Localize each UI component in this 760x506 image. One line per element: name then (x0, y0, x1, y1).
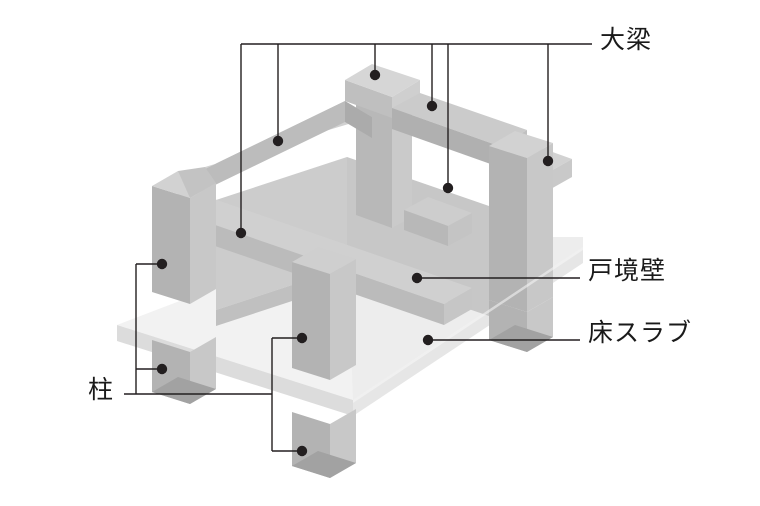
callout-dot-oobari-6 (542, 155, 554, 167)
column-left-upper-notch (178, 167, 216, 198)
girder-front-right-side (448, 213, 472, 246)
girder-front-left-side (444, 288, 472, 325)
column-center-upper (292, 247, 356, 380)
girder-front-right-top (404, 197, 472, 226)
callout-dot-yuka-slab (422, 334, 434, 346)
leader-oobari (240, 43, 592, 233)
callout-dot-oobari-3 (369, 69, 381, 81)
label-hashira: 柱 (88, 377, 115, 404)
column-back-cap-front (345, 80, 392, 118)
girder-back-left-front (178, 101, 345, 203)
girder-back-right-front (392, 108, 499, 167)
column-right-upper-top (489, 131, 553, 158)
leader-hashira-dots (156, 258, 308, 457)
callout-dot-hashira-2 (156, 363, 168, 375)
column-center-upper-front (292, 262, 330, 380)
leader-oobari-dots (235, 69, 554, 239)
column-back-cap-top (345, 64, 420, 97)
column-left-upper-side (190, 183, 216, 304)
column-right-upper (489, 131, 553, 312)
callout-dot-oobari-5 (442, 182, 454, 194)
label-oobari: 大梁 (600, 27, 653, 54)
column-back (345, 64, 420, 228)
callout-dot-hashira-3 (296, 332, 308, 344)
column-right-upper-side (527, 143, 553, 312)
column-center-lower-bottom (292, 451, 356, 478)
column-right-lower-bottom (489, 325, 553, 352)
column-left-upper-front (152, 186, 190, 304)
label-yuka-slab: 床スラブ (588, 320, 693, 347)
callout-dot-oobari-4 (426, 100, 438, 112)
girder-front-right (404, 197, 472, 246)
column-center-upper-top (292, 247, 356, 274)
column-center-lower (292, 409, 356, 478)
label-tozakai: 戸境壁 (588, 258, 667, 285)
column-right-lower (489, 297, 553, 352)
girder-stub-right-side (549, 159, 572, 190)
column-left-upper (152, 167, 216, 304)
column-center-upper-side (330, 259, 356, 380)
leader-hashira (124, 263, 302, 452)
callout-dot-hashira-1 (156, 258, 168, 270)
girder-back-left-under (345, 101, 372, 138)
floor-slab-front-lip (353, 247, 583, 403)
column-left-lower (152, 337, 216, 404)
callout-dot-oobari-2 (272, 135, 284, 147)
callout-dot-tozakai (411, 272, 423, 284)
column-right-upper-front (489, 146, 527, 312)
girder-back-right-top (392, 93, 527, 146)
girder-front-right-front (404, 210, 448, 246)
column-left-lower-bottom (152, 377, 216, 404)
callout-dot-hashira-4 (296, 445, 308, 457)
callout-dot-oobari-1 (235, 227, 247, 239)
